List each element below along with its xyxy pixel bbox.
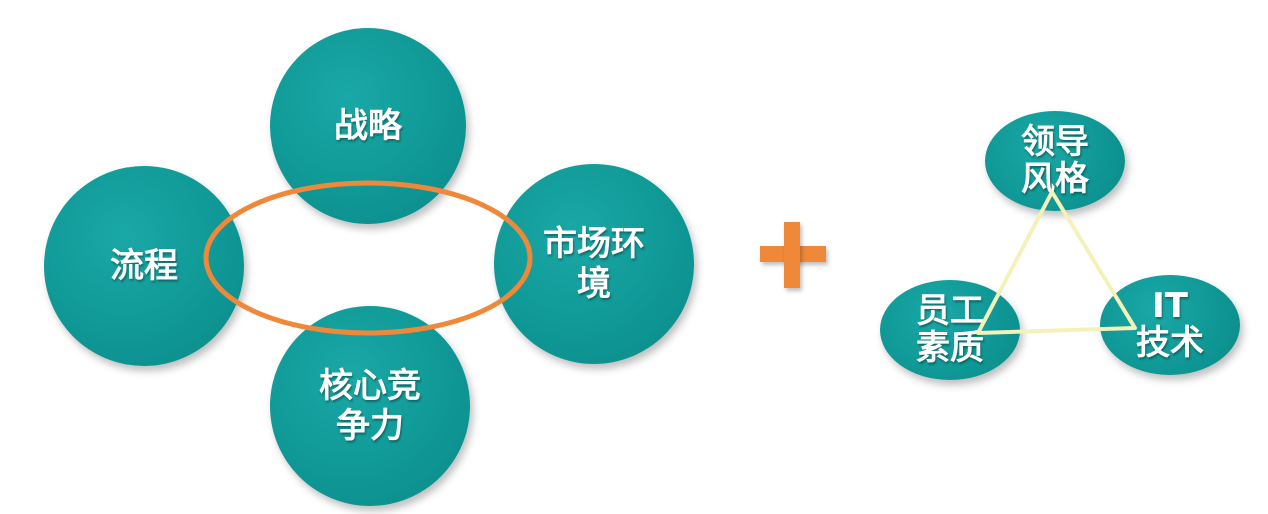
node-market-environment-label: 市场环 境 bbox=[543, 223, 645, 304]
node-core-competence-label: 核心竞 争力 bbox=[319, 365, 421, 446]
plus-icon-vertical bbox=[784, 222, 800, 288]
node-core-competence: 核心竞 争力 bbox=[270, 306, 470, 506]
node-it-technology: IT 技术 bbox=[1100, 275, 1240, 375]
node-leadership-style-label: 领导 风格 bbox=[1021, 121, 1089, 199]
node-employee-quality-label: 员工 素质 bbox=[916, 290, 984, 368]
node-process-label: 流程 bbox=[110, 245, 178, 286]
node-process: 流程 bbox=[44, 166, 244, 366]
center-ring bbox=[203, 180, 533, 336]
node-it-technology-label: IT 技术 bbox=[1136, 285, 1204, 363]
connector-triangle bbox=[976, 190, 1137, 335]
node-strategy-label: 战略 bbox=[334, 105, 402, 146]
plus-icon bbox=[760, 222, 826, 288]
